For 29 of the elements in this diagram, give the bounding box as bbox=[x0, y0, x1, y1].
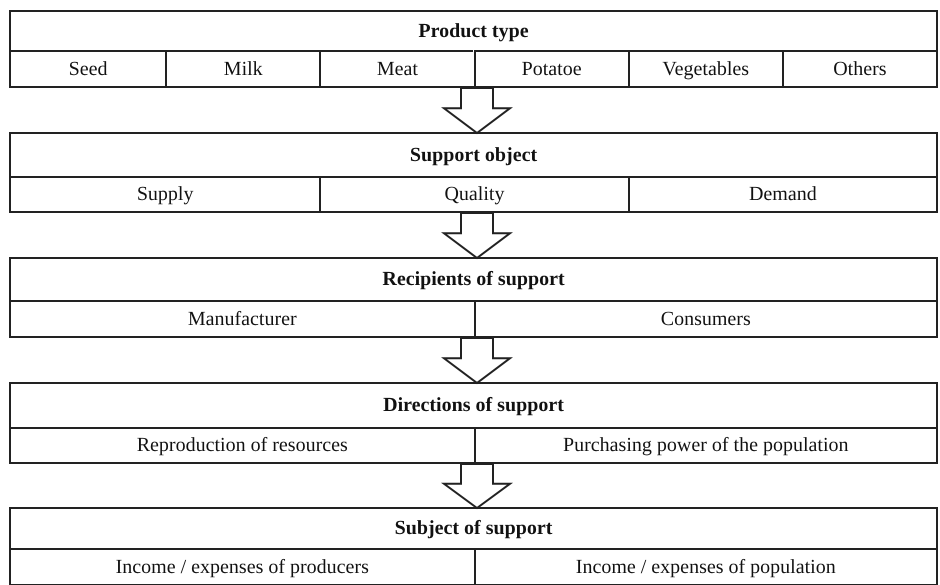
table-cell: Vegetables bbox=[628, 50, 782, 86]
block-arrow bbox=[440, 463, 514, 510]
table-cell: Income / expenses of producers bbox=[11, 548, 474, 584]
table-cell: Income / expenses of population bbox=[474, 548, 936, 584]
block-arrow bbox=[441, 337, 513, 384]
table-cell: Supply bbox=[11, 176, 320, 211]
section-heading: Product type bbox=[418, 20, 529, 42]
section-heading: Support object bbox=[410, 144, 538, 166]
section-table bbox=[9, 10, 938, 88]
table-cell: Purchasing power of the population bbox=[474, 427, 936, 462]
table-cell: Meat bbox=[319, 50, 474, 86]
section-heading: Directions of support bbox=[383, 394, 564, 417]
table-cell: Seed bbox=[11, 50, 166, 86]
section-table bbox=[9, 132, 938, 213]
table-cell: Demand bbox=[628, 176, 936, 211]
section-table bbox=[9, 257, 938, 338]
section-table bbox=[9, 382, 938, 464]
block-arrow bbox=[441, 87, 513, 134]
table-cell: Quality bbox=[319, 176, 628, 211]
section-table bbox=[9, 507, 938, 585]
section-heading: Recipients of support bbox=[382, 268, 565, 291]
section-heading: Subject of support bbox=[394, 517, 552, 540]
table-cell: Reproduction of resources bbox=[11, 427, 474, 462]
table-cell: Potatoe bbox=[474, 50, 628, 86]
table-cell: Manufacturer bbox=[11, 300, 474, 336]
table-cell: Others bbox=[782, 50, 936, 86]
block-arrow bbox=[441, 212, 513, 260]
table-cell: Milk bbox=[165, 50, 320, 86]
table-cell: Consumers bbox=[474, 300, 936, 336]
